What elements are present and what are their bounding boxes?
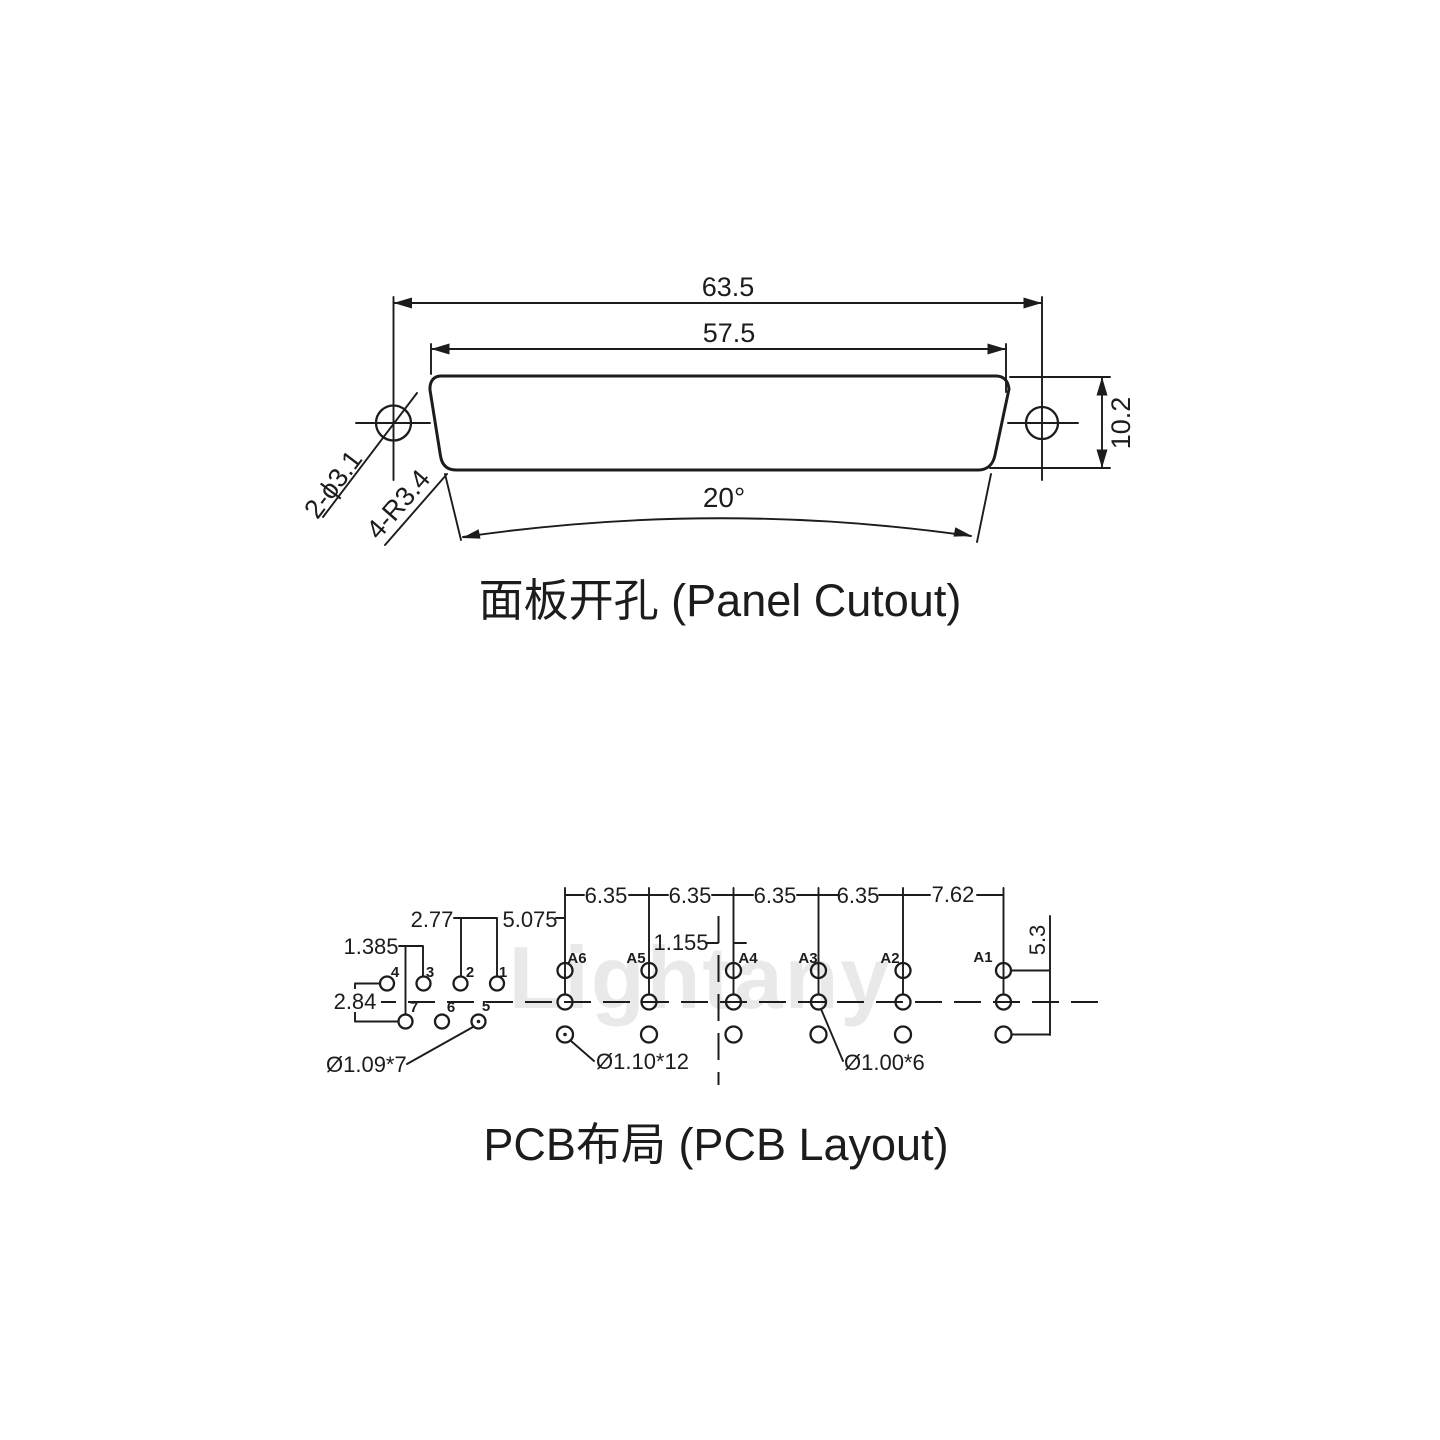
coax-a6-bottom-pad	[555, 1025, 575, 1044]
label-corner-radius: 4-R3.4	[360, 464, 436, 545]
coax-a3-bottom-pad	[809, 1025, 828, 1044]
coax-a2-center-pad	[894, 993, 912, 1011]
hole-label-coax-inner: Ø1.00*6	[844, 1050, 925, 1075]
hole-label-coax-outer: Ø1.10*12	[596, 1049, 689, 1074]
dim-row-stagger: 1.385	[343, 934, 398, 959]
coax-a1-bottom-pad	[994, 1025, 1013, 1044]
pin-5-label: 5	[482, 998, 490, 1015]
watermark: Lightany	[509, 928, 892, 1027]
cutout-outline	[428, 374, 1011, 472]
coax-a2-label: A2	[880, 950, 899, 967]
coax-a5-top-pad	[640, 961, 658, 980]
pcb-dimension-lines	[354, 887, 1051, 1065]
coax-a2-bottom-pad	[893, 1025, 913, 1044]
hole-label-signal: Ø1.09*7	[326, 1052, 407, 1077]
pin-6-label: 6	[447, 999, 455, 1016]
mounting-hole-left	[374, 404, 413, 442]
label-mount-holes: 2-ϕ3.1	[298, 445, 368, 524]
pin-2-label: 2	[466, 964, 474, 981]
dim-angle: 20°	[703, 482, 745, 513]
dim-center-offset: 1.155	[653, 930, 708, 955]
coax-a2-top-pad	[894, 961, 912, 980]
dim-height: 10.2	[1106, 397, 1136, 450]
panel-cutout-drawing: 63.5 57.5 10.2 2-ϕ3.1 4-R3.4 20° 面板开孔 (P…	[298, 272, 1136, 626]
coax-a3-center-pad	[809, 993, 828, 1011]
mounting-hole-right	[1024, 405, 1060, 441]
coax-a6-top-pad	[556, 961, 574, 980]
panel-cutout-title: 面板开孔 (Panel Cutout)	[479, 575, 962, 626]
row-spacing-label-background	[329, 989, 381, 1012]
pin-2-pad	[452, 975, 469, 992]
pin-7-pad	[397, 1013, 414, 1030]
coax-a6-center-pad	[556, 993, 574, 1011]
pitch-label-2: 6.35	[669, 883, 712, 908]
dim-cutout-width: 57.5	[703, 318, 756, 348]
pin-4-label: 4	[391, 964, 400, 981]
pcb-layout-title: PCB布局 (PCB Layout)	[483, 1119, 948, 1170]
pin-3-pad	[415, 975, 432, 992]
pin-1-pad	[488, 975, 506, 992]
pitch-label-1: 6.35	[585, 883, 628, 908]
coax-a4-top-pad	[724, 961, 743, 980]
coax-a4-label: A4	[738, 950, 758, 967]
coax-a1-center-pad	[994, 993, 1013, 1011]
pcb-layout-drawing: Lightany	[326, 882, 1108, 1170]
coax-a5-bottom-pad	[639, 1025, 659, 1044]
panel-dimension-lines	[322, 296, 1111, 546]
pin-3-label: 3	[426, 964, 434, 981]
coax-a1-label: A1	[973, 949, 992, 966]
pitch-label-4: 6.35	[837, 883, 880, 908]
pin-6-pad	[433, 1013, 451, 1030]
pin-4-pad	[378, 975, 396, 992]
dim-pin-pitch: 2.77	[411, 907, 454, 932]
pitch-label-3: 6.35	[754, 883, 797, 908]
pin-5-pad	[470, 1013, 487, 1030]
coax-a4-center-pad	[724, 993, 743, 1011]
dim-overall-width: 63.5	[702, 272, 755, 302]
coax-a4-bottom-pad	[724, 1025, 743, 1044]
pitch-label-5: 7.62	[932, 882, 975, 907]
coax-a6-label: A6	[567, 950, 586, 967]
pin-5-center-mark	[476, 1019, 481, 1024]
coax-a3-top-pad	[809, 961, 828, 980]
coax-a1-top-pad	[994, 961, 1013, 980]
coax-a6-center-mark	[563, 1032, 567, 1037]
dim-row-spacing: 2.84	[334, 989, 377, 1014]
dim-coax-span: 5.3	[1025, 925, 1050, 956]
coax-a5-center-pad	[640, 993, 658, 1011]
pin-1-label: 1	[499, 964, 507, 981]
angle-arc	[462, 517, 972, 538]
coax-a3-label: A3	[798, 950, 817, 967]
dim-gap-to-coax: 5.075	[502, 907, 557, 932]
pin-7-label: 7	[410, 999, 418, 1016]
coax-a5-label: A5	[626, 950, 645, 967]
